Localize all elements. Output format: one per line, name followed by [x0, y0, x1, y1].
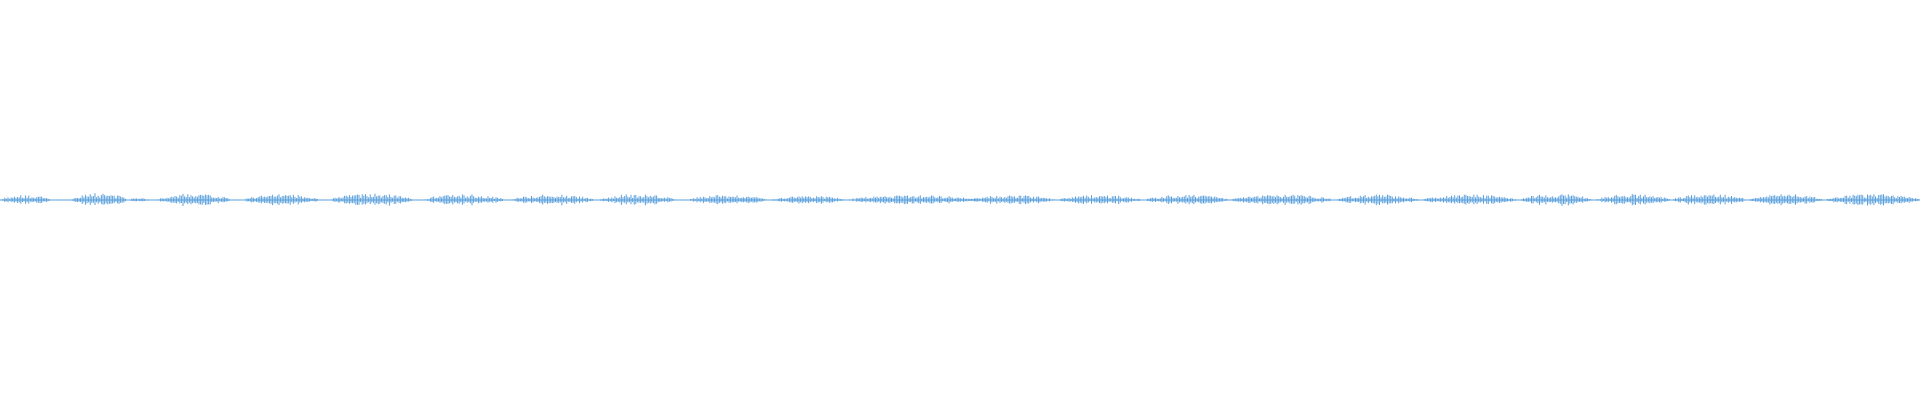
waveform-segment — [244, 194, 318, 206]
waveform-segment — [1750, 194, 1824, 206]
waveform-segment — [1423, 194, 1516, 205]
waveform-segment — [1231, 194, 1334, 205]
waveform-segment — [1519, 194, 1593, 206]
waveform-segment — [970, 195, 1055, 205]
waveform-bars — [1, 193, 1920, 206]
waveform-segment — [129, 198, 150, 202]
waveform-segment — [1337, 194, 1420, 206]
waveform-segment — [1, 195, 52, 204]
waveform-segment — [847, 195, 979, 205]
waveform-segment — [511, 194, 595, 206]
waveform-segment — [1145, 194, 1228, 205]
waveform-segment — [1827, 194, 1920, 206]
waveform-segment — [1596, 194, 1670, 206]
waveform-segment — [600, 194, 675, 206]
waveform-segment — [423, 194, 507, 206]
waveform-segment — [688, 195, 768, 205]
waveform-segment — [1673, 194, 1747, 205]
waveform-segment — [1059, 195, 1142, 204]
waveform-segment — [772, 196, 845, 204]
waveform-segment — [158, 193, 230, 206]
waveform-segment — [72, 193, 126, 205]
waveform-segment — [331, 193, 414, 206]
